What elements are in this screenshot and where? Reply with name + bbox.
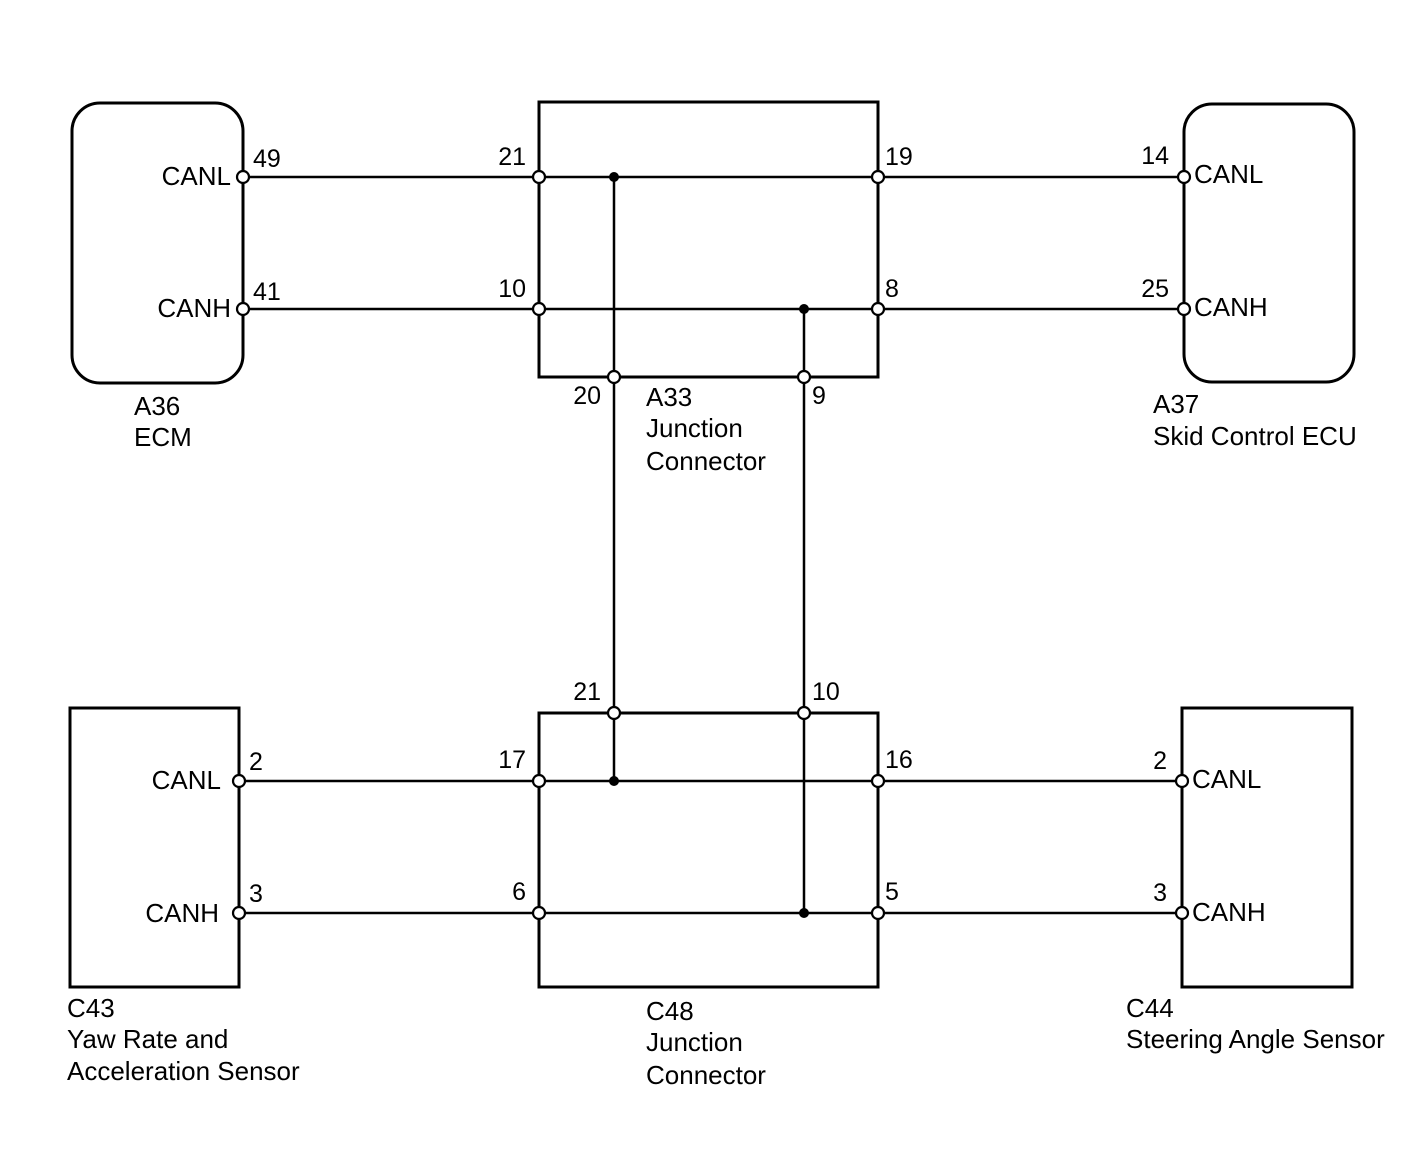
c43-pin-canl: 2 — [249, 748, 263, 776]
terminal-c48-16 — [870, 773, 886, 789]
c44-pin-canl: 2 — [1153, 747, 1167, 775]
terminal-a37-canh — [1176, 301, 1192, 317]
c48-pin-21: 21 — [573, 678, 601, 706]
a37-code: A37 — [1153, 389, 1199, 419]
c48-pin-17: 17 — [498, 746, 526, 774]
a33-pin-10: 10 — [498, 275, 526, 303]
c48-name-line1: Junction — [646, 1027, 743, 1057]
c48-pin-10: 10 — [812, 678, 840, 706]
a33-pin-20: 20 — [573, 382, 601, 410]
a37-pin-canl: 14 — [1141, 142, 1169, 170]
terminal-a33-8 — [870, 301, 886, 317]
c48-name-line2: Connector — [646, 1060, 766, 1090]
c43-name-line2: Acceleration Sensor — [67, 1056, 300, 1086]
c44-canh-label: CANH — [1192, 897, 1266, 927]
splice-dot — [609, 776, 619, 786]
c44-name: Steering Angle Sensor — [1126, 1024, 1385, 1054]
a33-code: A33 — [646, 382, 692, 412]
splice-dot — [799, 304, 809, 314]
terminal-c44-canl — [1174, 773, 1190, 789]
a33-pin-19: 19 — [885, 143, 913, 171]
terminal-c43-canh — [231, 905, 247, 921]
terminal-a36-canl — [235, 169, 251, 185]
c44-code: C44 — [1126, 993, 1174, 1023]
a33-pin-21: 21 — [498, 143, 526, 171]
terminal-a33-21 — [531, 169, 547, 185]
terminal-c48-21 — [606, 705, 622, 721]
a33-junction-connector-box — [537, 100, 880, 379]
c44-canl-label: CANL — [1192, 764, 1261, 794]
a36-ecm-box — [70, 101, 245, 385]
c43-yaw-rate-sensor-box — [68, 706, 241, 989]
c48-junction-connector-box — [537, 711, 880, 989]
terminal-a37-canl — [1176, 169, 1192, 185]
c48-pin-6: 6 — [512, 878, 526, 906]
terminal-a36-canh — [235, 301, 251, 317]
c48-pin-5: 5 — [885, 878, 899, 906]
c48-pin-16: 16 — [885, 746, 913, 774]
a37-skid-control-ecu-box — [1182, 102, 1356, 384]
splice-points — [609, 172, 809, 918]
terminal-c48-5 — [870, 905, 886, 921]
a36-code: A36 — [134, 391, 180, 421]
c48-code: C48 — [646, 996, 694, 1026]
terminal-a33-19 — [870, 169, 886, 185]
terminal-a33-10 — [531, 301, 547, 317]
a37-canl-label: CANL — [1194, 159, 1263, 189]
terminal-c44-canh — [1174, 905, 1190, 921]
a37-canh-label: CANH — [1194, 292, 1268, 322]
a36-canl-label: CANL — [162, 161, 231, 191]
a33-name-line2: Connector — [646, 446, 766, 476]
c43-pin-canh: 3 — [249, 880, 263, 908]
a37-pin-canh: 25 — [1141, 275, 1169, 303]
c44-pin-canh: 3 — [1153, 879, 1167, 907]
a33-pin-9: 9 — [812, 382, 826, 410]
c44-steering-angle-sensor-box — [1180, 706, 1354, 989]
terminal-a33-9 — [796, 369, 812, 385]
terminal-c48-17 — [531, 773, 547, 789]
a36-canh-label: CANH — [157, 293, 231, 323]
splice-dot — [609, 172, 619, 182]
terminals — [231, 169, 1192, 921]
c43-canh-label: CANH — [145, 898, 219, 928]
a36-name: ECM — [134, 422, 192, 452]
terminal-c48-10 — [796, 705, 812, 721]
c43-canl-label: CANL — [152, 765, 221, 795]
a37-name: Skid Control ECU — [1153, 421, 1357, 451]
terminal-c48-6 — [531, 905, 547, 921]
wires — [239, 175, 1184, 915]
c43-name-line1: Yaw Rate and — [67, 1024, 228, 1054]
c43-code: C43 — [67, 993, 115, 1023]
a36-pin-canh: 41 — [253, 278, 281, 306]
terminal-c43-canl — [231, 773, 247, 789]
a33-pin-8: 8 — [885, 275, 899, 303]
a33-name-line1: Junction — [646, 413, 743, 443]
terminal-a33-20 — [606, 369, 622, 385]
a36-pin-canl: 49 — [253, 145, 281, 173]
splice-dot — [799, 908, 809, 918]
